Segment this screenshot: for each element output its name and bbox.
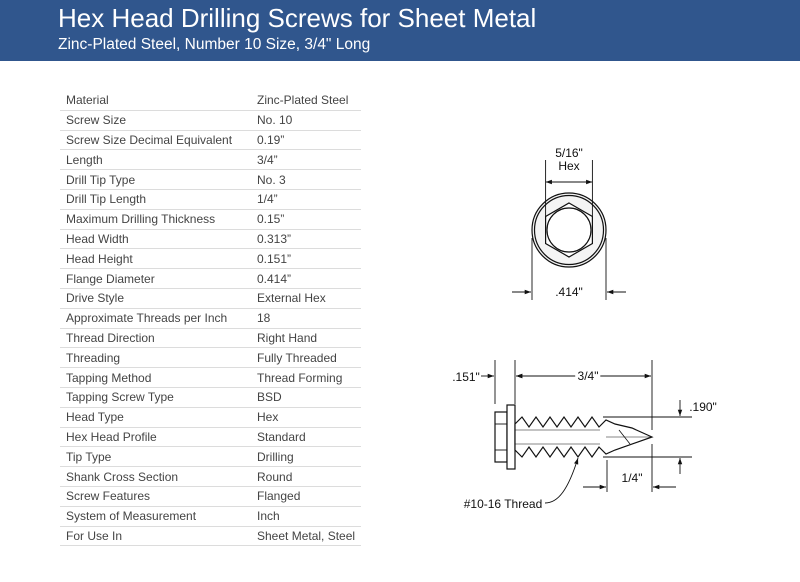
spec-label: Shank Cross Section bbox=[60, 466, 251, 487]
spec-value: Hex bbox=[251, 407, 361, 428]
flange-diameter-label: .414" bbox=[555, 285, 583, 299]
spec-value: Standard bbox=[251, 427, 361, 448]
spec-label: Tapping Screw Type bbox=[60, 387, 251, 408]
spec-value: 1/4” bbox=[251, 189, 361, 210]
spec-value: 0.313” bbox=[251, 229, 361, 250]
spec-value: 18 bbox=[251, 308, 361, 329]
spec-value: Sheet Metal, Steel bbox=[251, 526, 361, 547]
spec-value: Zinc-Plated Steel bbox=[251, 91, 361, 111]
hex-label: Hex bbox=[558, 159, 579, 173]
thread-spec-label: #10-16 Thread bbox=[464, 497, 543, 511]
spec-label: Tip Type bbox=[60, 446, 251, 468]
spec-label: Material bbox=[60, 91, 251, 111]
header-banner: Hex Head Drilling Screws for Sheet Metal… bbox=[0, 0, 800, 61]
spec-label: System of Measurement bbox=[60, 506, 251, 527]
spec-value: External Hex bbox=[251, 288, 361, 309]
spec-label: Screw Size Decimal Equivalent bbox=[60, 130, 251, 151]
hex-size-label: 5/16" bbox=[555, 146, 583, 160]
top-view bbox=[512, 160, 626, 300]
spec-value: 0.15” bbox=[251, 209, 361, 230]
spec-label: Drill Tip Type bbox=[60, 169, 251, 190]
spec-value: 0.414” bbox=[251, 268, 361, 289]
spec-value: BSD bbox=[251, 387, 361, 408]
spec-value: 3/4” bbox=[251, 149, 361, 171]
spec-label: Hex Head Profile bbox=[60, 427, 251, 448]
page-subtitle: Zinc-Plated Steel, Number 10 Size, 3/4" … bbox=[58, 36, 371, 53]
spec-value: Drilling bbox=[251, 446, 361, 468]
spec-label: Screw Size bbox=[60, 110, 251, 131]
spec-label: Screw Features bbox=[60, 486, 251, 507]
screw-head bbox=[494, 411, 508, 463]
spec-label: Length bbox=[60, 149, 251, 171]
side-view bbox=[481, 360, 692, 504]
spec-value: Round bbox=[251, 466, 361, 487]
spec-value: 0.151” bbox=[251, 248, 361, 270]
head-height-label: .151" bbox=[452, 370, 480, 384]
diameter-label: .190" bbox=[689, 400, 717, 414]
spec-label: Drive Style bbox=[60, 288, 251, 309]
spec-value: Right Hand bbox=[251, 328, 361, 349]
spec-label: Threading bbox=[60, 347, 251, 369]
spec-label: Tapping Method bbox=[60, 367, 251, 388]
length-label: 3/4" bbox=[578, 369, 599, 383]
spec-label: Head Width bbox=[60, 229, 251, 250]
spec-value: Fully Threaded bbox=[251, 347, 361, 369]
spec-label: Thread Direction bbox=[60, 328, 251, 349]
thread-leader bbox=[544, 457, 579, 504]
spec-label: Head Type bbox=[60, 407, 251, 428]
spec-label: Head Height bbox=[60, 248, 251, 270]
spec-value: No. 3 bbox=[251, 169, 361, 190]
spec-label: Drill Tip Length bbox=[60, 189, 251, 210]
screw-flange bbox=[506, 404, 516, 470]
hex-outline bbox=[544, 202, 594, 258]
spec-label: For Use In bbox=[60, 526, 251, 547]
page-title: Hex Head Drilling Screws for Sheet Metal bbox=[58, 3, 537, 33]
spec-label: Flange Diameter bbox=[60, 268, 251, 289]
spec-value: No. 10 bbox=[251, 110, 361, 131]
spec-label: Maximum Drilling Thickness bbox=[60, 209, 251, 230]
spec-label: Approximate Threads per Inch bbox=[60, 308, 251, 329]
spec-value: 0.19” bbox=[251, 130, 361, 151]
tip-length-label: 1/4" bbox=[622, 471, 643, 485]
spec-value: Inch bbox=[251, 506, 361, 527]
spec-value: Flanged bbox=[251, 486, 361, 507]
spec-value: Thread Forming bbox=[251, 367, 361, 388]
